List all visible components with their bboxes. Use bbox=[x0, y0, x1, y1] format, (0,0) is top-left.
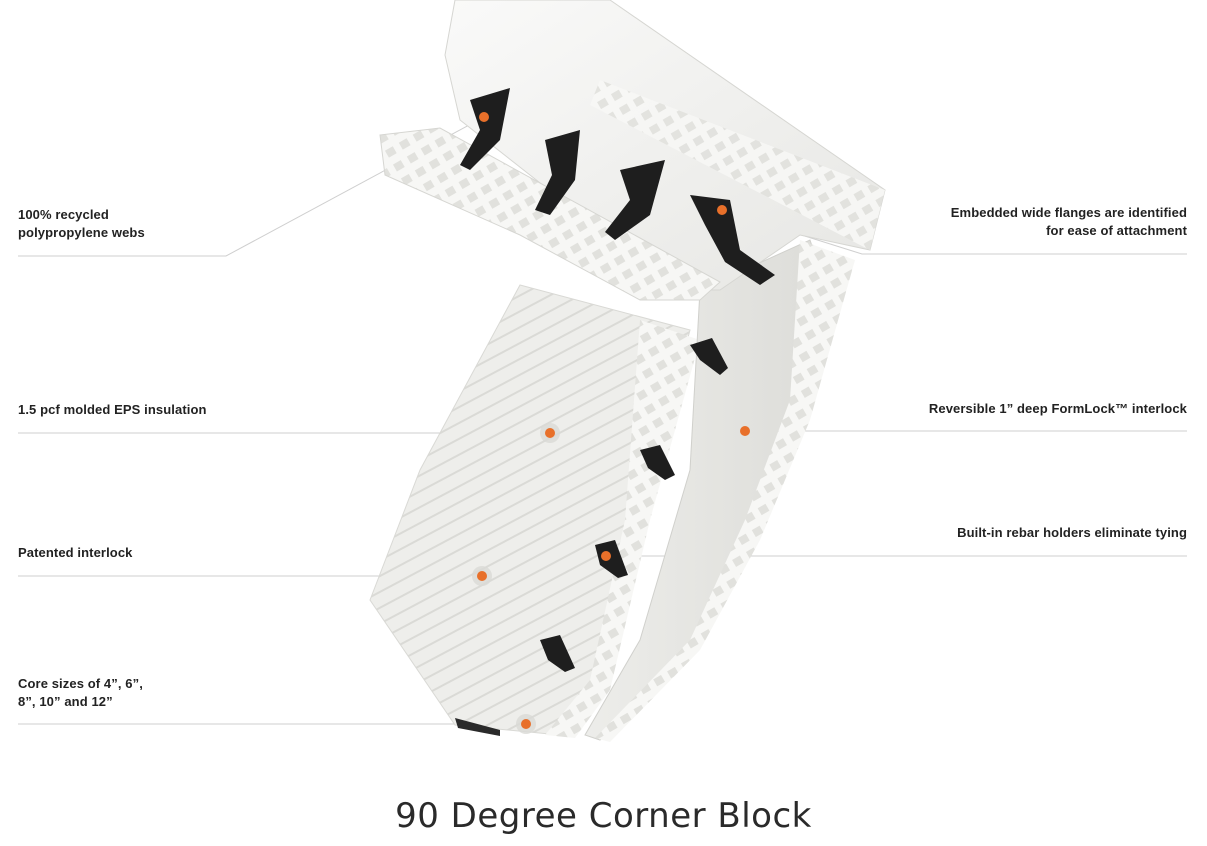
callout-recycled-webs: 100% recycled polypropylene webs bbox=[18, 207, 145, 240]
page-title: 90 Degree Corner Block bbox=[395, 796, 812, 836]
marker-rebar bbox=[601, 551, 611, 561]
polypropylene-webs bbox=[460, 88, 775, 672]
marker-recycled-webs bbox=[479, 112, 489, 122]
callout-formlock: Reversible 1” deep FormLock™ interlock bbox=[928, 401, 1187, 416]
callout-rebar-holders: Built-in rebar holders eliminate tying bbox=[957, 525, 1187, 540]
callout-patented-interlock: Patented interlock bbox=[18, 545, 133, 560]
marker-patented-interlock bbox=[472, 566, 492, 586]
callout-embedded-flanges: Embedded wide flanges are identified for… bbox=[950, 205, 1187, 238]
callout-markers bbox=[472, 112, 750, 734]
marker-flanges bbox=[717, 205, 727, 215]
callout-core-sizes: Core sizes of 4”, 6”, 8”, 10” and 12” bbox=[18, 676, 143, 709]
marker-formlock bbox=[740, 426, 750, 436]
corner-block-lower-panel bbox=[369, 239, 855, 742]
marker-eps bbox=[540, 423, 560, 443]
marker-core-sizes bbox=[516, 714, 536, 734]
callout-eps-insulation: 1.5 pcf molded EPS insulation bbox=[18, 402, 207, 417]
